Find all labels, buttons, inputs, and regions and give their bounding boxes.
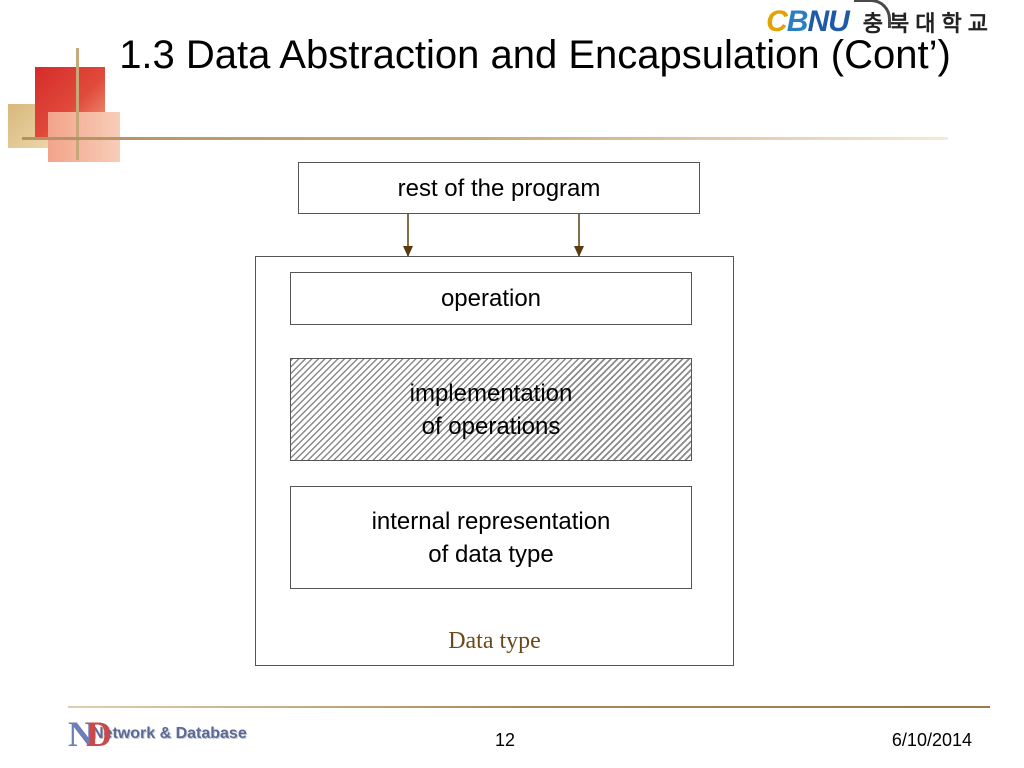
- implementation-label-line2: of operations: [421, 412, 561, 440]
- data-type-label: Data type: [448, 628, 541, 654]
- footer-divider: [68, 706, 990, 708]
- page-title: 1.3 Data Abstraction and Encapsulation (…: [119, 33, 951, 77]
- internal-representation-label-line2: of data type: [428, 540, 554, 568]
- title-underline: [22, 137, 948, 140]
- data-type-container: [255, 256, 734, 666]
- footer-logo: ND Network & Database: [68, 714, 247, 754]
- operation-box: operation: [290, 272, 692, 325]
- rest-of-program-label: rest of the program: [397, 174, 601, 202]
- decor-vertical-line: [76, 48, 79, 160]
- internal-representation-label-line1: internal representation: [371, 507, 611, 535]
- arrowhead-right: [574, 246, 584, 257]
- implementation-box: implementation of operations: [290, 358, 692, 461]
- slide-date: 6/10/2014: [891, 730, 972, 750]
- rest-of-program-box: rest of the program: [298, 162, 700, 214]
- footer-logo-text: Network & Database: [92, 725, 247, 742]
- logo-mark: CBNU: [766, 0, 892, 39]
- footer-logo-mark: ND: [68, 714, 112, 754]
- arrowhead-left: [403, 246, 413, 257]
- implementation-label-line1: implementation: [409, 379, 573, 407]
- operation-label: operation: [440, 285, 542, 312]
- university-logo: CBNU 충북대학교: [766, 0, 994, 40]
- slide-number: 12: [494, 730, 516, 750]
- logo-swoosh: [854, 0, 892, 28]
- internal-representation-box: internal representation of data type: [290, 486, 692, 589]
